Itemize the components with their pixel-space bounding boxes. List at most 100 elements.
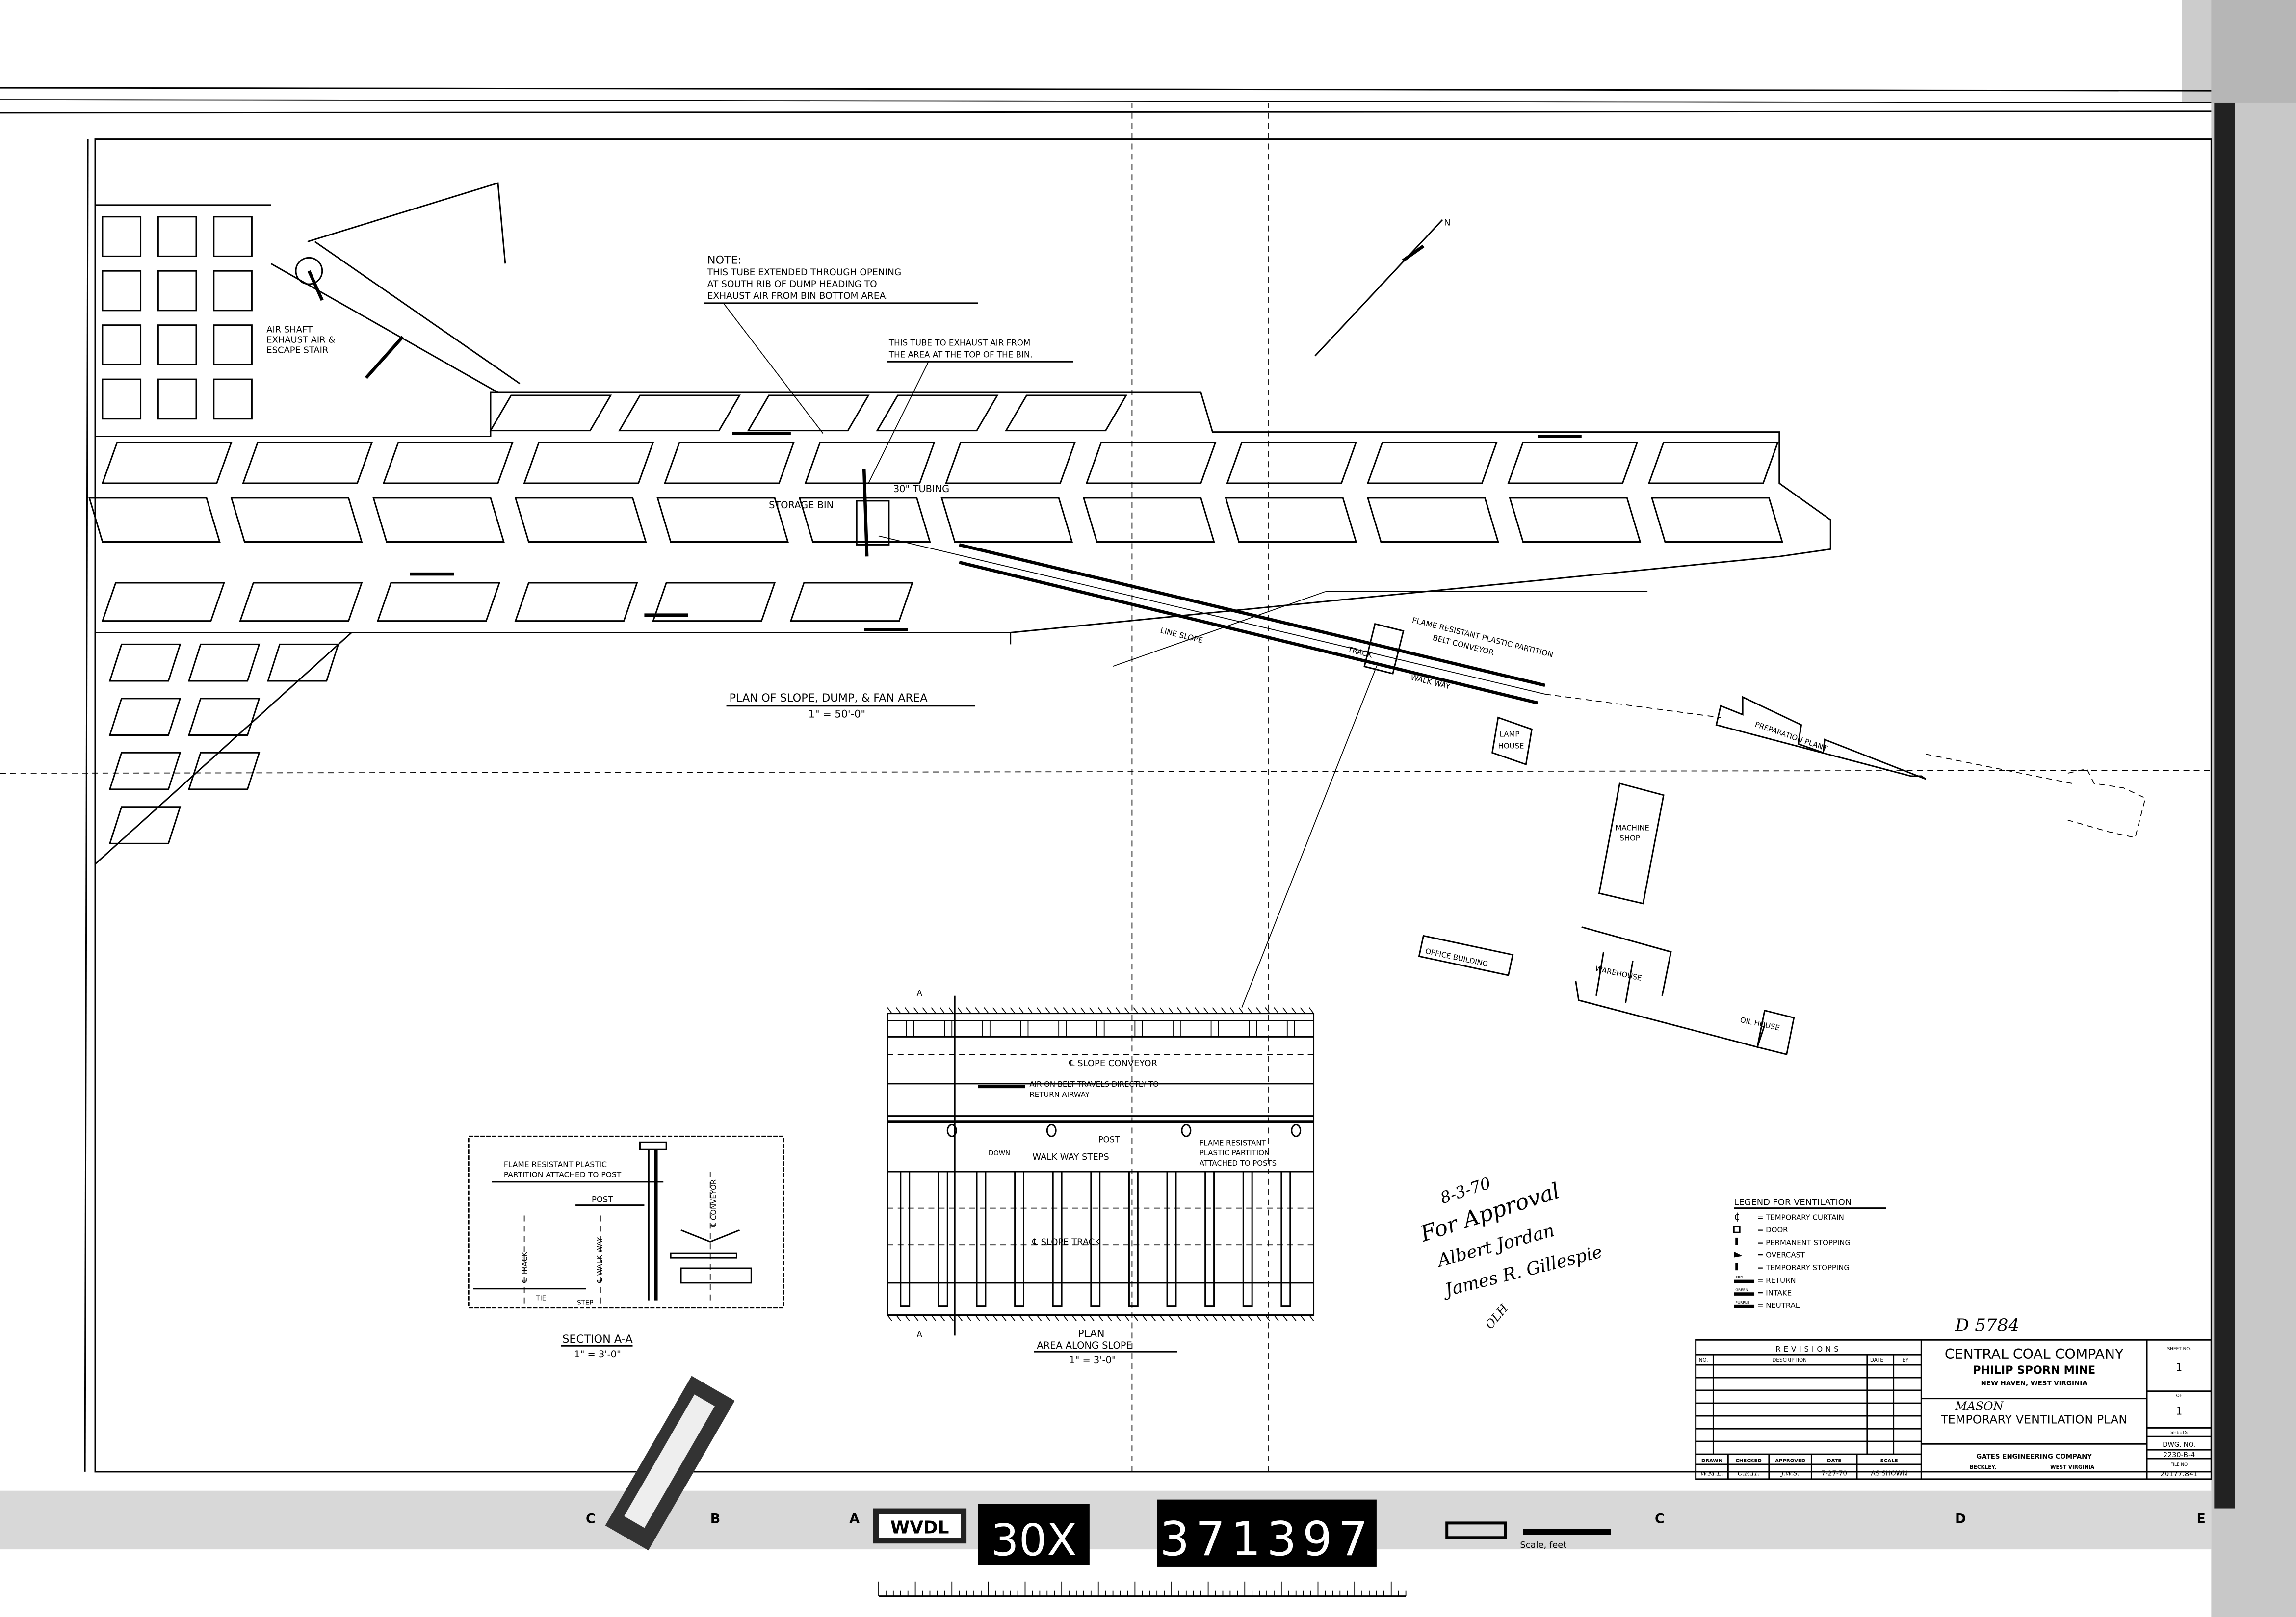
rib-hatch bbox=[1054, 1314, 1059, 1322]
plan-title: PLAN OF SLOPE, DUMP, & FAN AREA bbox=[730, 692, 928, 704]
pillar bbox=[523, 441, 654, 484]
pillar bbox=[108, 643, 182, 682]
rib-hatch bbox=[905, 1007, 910, 1014]
grid-letter: C bbox=[586, 1511, 596, 1526]
legend-label: = PERMANENT STOPPING bbox=[1757, 1238, 1851, 1247]
pillar bbox=[213, 324, 253, 365]
rib-hatch bbox=[1159, 1314, 1165, 1322]
air-shaft-symbol bbox=[295, 257, 323, 285]
pillar bbox=[514, 497, 647, 543]
plan-area-along-slope: ℄ SLOPE CONVEYOR AIR ON BELT TRAVELS DIR… bbox=[887, 989, 1315, 1366]
rib-hatch bbox=[1089, 1314, 1095, 1322]
storage-bin-label: STORAGE BIN bbox=[769, 499, 834, 511]
initials: OLH bbox=[1483, 1301, 1511, 1331]
rib-hatch bbox=[1133, 1007, 1139, 1014]
approval-signatures: 8-3-70 For Approval Albert Jordan James … bbox=[1416, 1174, 2019, 1335]
rib-hatch bbox=[1282, 1007, 1288, 1014]
conveyor-stand bbox=[982, 1020, 991, 1038]
of-label: OF bbox=[2176, 1394, 2182, 1399]
rib-hatch bbox=[1229, 1314, 1235, 1322]
rib-hatch bbox=[1027, 1007, 1033, 1014]
rib-hatch bbox=[1195, 1007, 1200, 1014]
signoff-header: APPROVED bbox=[1775, 1459, 1805, 1464]
rib-hatch bbox=[931, 1314, 937, 1322]
post-icon bbox=[1046, 1123, 1057, 1137]
rib-hatch bbox=[1045, 1007, 1050, 1014]
pillar bbox=[656, 497, 789, 543]
section-conveyor-label: ℄ CONVEYOR bbox=[709, 1179, 718, 1228]
air-shaft-line: AIR SHAFT bbox=[266, 325, 313, 335]
rib-hatch bbox=[1054, 1007, 1059, 1014]
rib-hatch bbox=[1229, 1007, 1235, 1014]
grid-letter: E bbox=[2197, 1511, 2206, 1526]
temporary-stopping-icon bbox=[1735, 1263, 1738, 1271]
rib-hatch bbox=[887, 1007, 892, 1014]
legend-label: = INTAKE bbox=[1757, 1289, 1792, 1298]
rib-hatch bbox=[1186, 1007, 1191, 1014]
rib-hatch bbox=[1063, 1314, 1068, 1322]
tie bbox=[1014, 1171, 1025, 1307]
rib-hatch bbox=[1265, 1314, 1270, 1322]
legend-item: GREEN= INTAKE bbox=[1734, 1288, 1792, 1298]
rib-hatch bbox=[1247, 1314, 1252, 1322]
note-title: NOTE: bbox=[707, 254, 742, 266]
pillar bbox=[213, 378, 253, 420]
pillar bbox=[102, 324, 142, 365]
legend-color-note: RED bbox=[1735, 1275, 1743, 1279]
pillar bbox=[945, 441, 1076, 484]
pillar bbox=[157, 324, 197, 365]
air-note: RETURN AIRWAY bbox=[1029, 1090, 1090, 1099]
tie bbox=[900, 1171, 911, 1307]
pillar bbox=[618, 394, 741, 432]
pillar bbox=[789, 582, 913, 622]
rib-hatch bbox=[1212, 1314, 1218, 1322]
air-shaft-line: EXHAUST AIR & bbox=[266, 335, 335, 345]
rib-hatch bbox=[1300, 1007, 1305, 1014]
sheet-label: SHEET NO. bbox=[2167, 1347, 2191, 1352]
plan-post-label: POST bbox=[1098, 1135, 1120, 1144]
signoff-value: J.W.S. bbox=[1780, 1470, 1800, 1477]
building-label: MACHINE bbox=[1615, 823, 1649, 832]
file-label: FILE NO bbox=[2170, 1462, 2188, 1467]
section-track-label: ℄ TRACK bbox=[521, 1251, 529, 1283]
rib-hatch bbox=[1063, 1007, 1068, 1014]
tie bbox=[1052, 1171, 1063, 1307]
rib-hatch bbox=[1159, 1007, 1165, 1014]
signoff-header: DRAWN bbox=[1701, 1459, 1722, 1464]
office-building: OFFICE BUILDING bbox=[1418, 935, 1514, 976]
rib-hatch bbox=[1001, 1007, 1007, 1014]
post-icon bbox=[1181, 1123, 1192, 1137]
legend-label: = RETURN bbox=[1757, 1276, 1796, 1285]
rib-hatch bbox=[948, 1007, 954, 1014]
rib-hatch bbox=[913, 1007, 919, 1014]
signoff-value: 7-27-70 bbox=[1822, 1470, 1847, 1477]
rib-hatch bbox=[1168, 1314, 1174, 1322]
rib-hatch bbox=[1177, 1314, 1182, 1322]
rib-hatch bbox=[992, 1007, 998, 1014]
building-label: OIL HOUSE bbox=[1739, 1016, 1780, 1033]
air-shaft-line: ESCAPE STAIR bbox=[266, 345, 328, 355]
legend-color-note: PURPLE bbox=[1735, 1300, 1749, 1304]
pillar bbox=[157, 216, 197, 257]
air-shaft-label: AIR SHAFT EXHAUST AIR & ESCAPE STAIR bbox=[266, 325, 335, 356]
pillar bbox=[108, 806, 182, 844]
slope-conveyor bbox=[878, 535, 2072, 1008]
pillar bbox=[102, 378, 142, 420]
rib-hatch bbox=[1256, 1007, 1261, 1014]
rib-hatch bbox=[1036, 1314, 1042, 1322]
rib-hatch bbox=[1124, 1007, 1130, 1014]
preparation-plant: PREPARATION PLANT bbox=[1715, 696, 1927, 780]
tie-label: TIE bbox=[536, 1295, 547, 1303]
pillar bbox=[188, 698, 261, 736]
film-strip-band bbox=[0, 1490, 2212, 1550]
section-aa: FLAME RESISTANT PLASTIC PARTITION ATTACH… bbox=[468, 1135, 784, 1360]
dwg-label: DWG. NO. bbox=[2163, 1441, 2195, 1449]
sheets-label: SHEETS bbox=[2170, 1430, 2188, 1435]
conveyor-stand bbox=[906, 1020, 914, 1038]
pillar bbox=[1085, 441, 1217, 484]
tie bbox=[1242, 1171, 1253, 1307]
legend-item: = DOOR bbox=[1733, 1226, 1788, 1234]
down-label: DOWN bbox=[989, 1150, 1010, 1157]
plan-partition-label: FLAME RESISTANT bbox=[1200, 1138, 1267, 1147]
rib-hatch bbox=[1177, 1007, 1182, 1014]
